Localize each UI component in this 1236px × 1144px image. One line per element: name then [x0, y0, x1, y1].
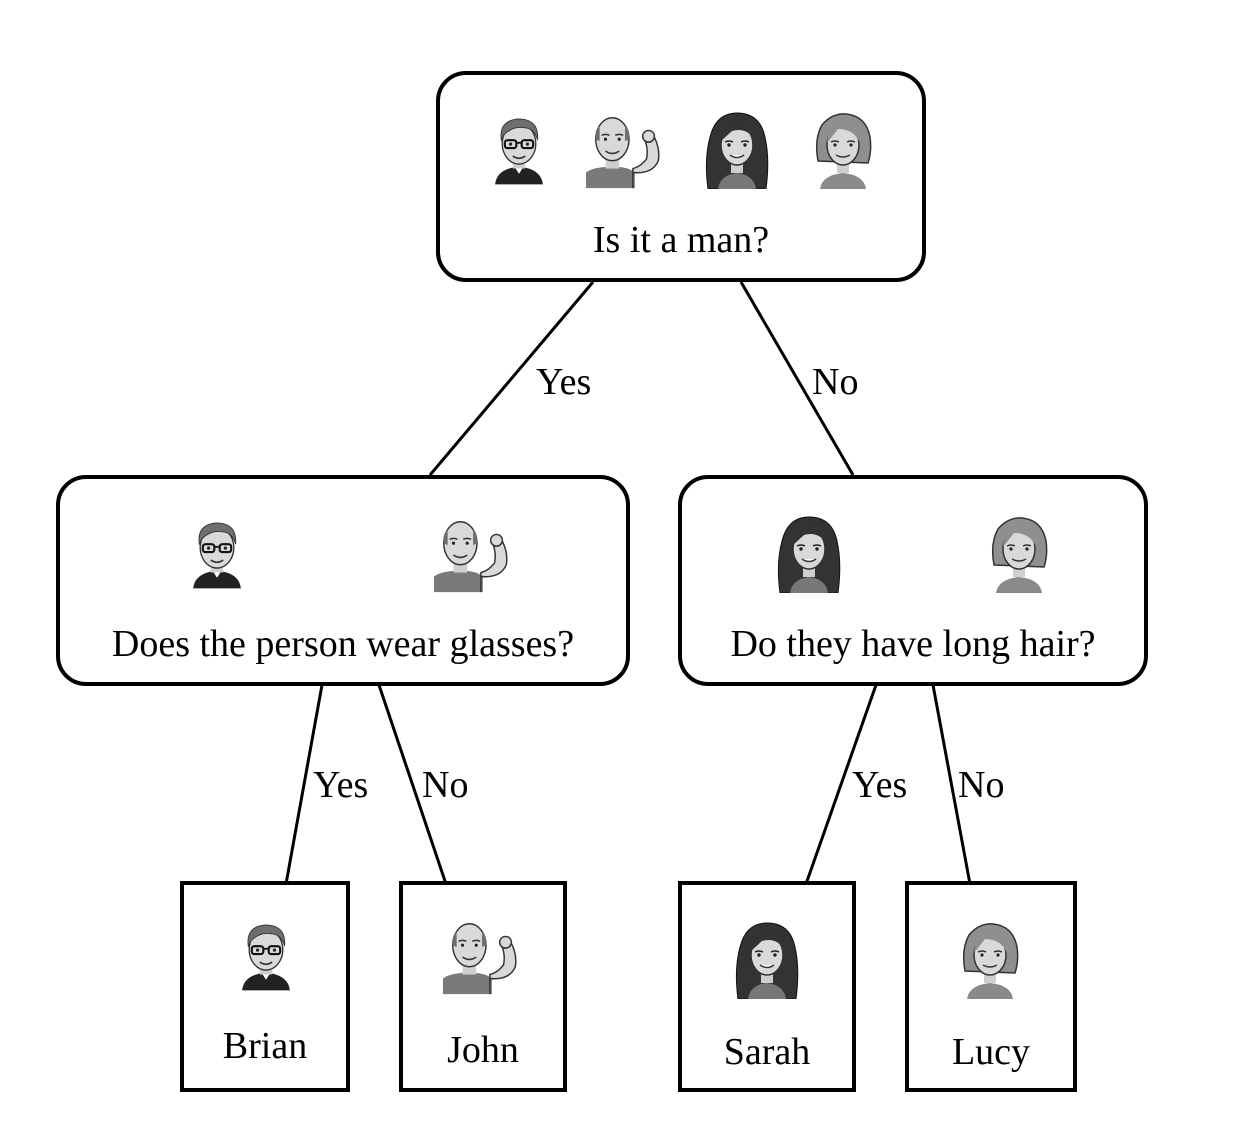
- bald-man-avatar: [432, 513, 520, 593]
- short-hair-woman-avatar: [808, 109, 878, 189]
- root-question-node: Is it a man?: [436, 71, 926, 282]
- long-hair-question-text: Do they have long hair?: [730, 623, 1096, 665]
- edge-label-yes-left: Yes: [536, 361, 592, 403]
- edge-left-to-john: [377, 684, 448, 885]
- long-hair-question-node: Do they have long hair?: [678, 475, 1148, 686]
- edge-left-to-brian: [284, 684, 324, 885]
- leaf-sarah: Sarah: [678, 881, 856, 1092]
- glasses-man-avatar: [235, 915, 297, 995]
- edge-root-to-left: [428, 281, 595, 476]
- long-hair-woman-avatar: [732, 919, 802, 999]
- edge-label-yes-brian: Yes: [313, 764, 369, 806]
- glasses-man-avatar: [488, 109, 550, 189]
- glasses-man-avatar: [186, 513, 248, 593]
- edge-label-yes-sarah: Yes: [852, 764, 908, 806]
- edge-right-to-sarah: [804, 684, 878, 885]
- bald-man-avatar: [584, 109, 672, 189]
- leaf-name: Sarah: [723, 1031, 811, 1073]
- long-hair-woman-avatar: [774, 513, 844, 593]
- glasses-question-text: Does the person wear glasses?: [111, 623, 575, 665]
- leaf-brian: Brian: [180, 881, 350, 1092]
- edge-root-to-right: [739, 281, 855, 476]
- short-hair-woman-avatar: [984, 513, 1054, 593]
- long-hair-woman-avatar: [702, 109, 772, 189]
- glasses-question-node: Does the person wear glasses?: [56, 475, 630, 686]
- leaf-name: John: [447, 1029, 519, 1071]
- short-hair-woman-avatar: [955, 919, 1025, 999]
- edge-right-to-lucy: [931, 684, 972, 885]
- bald-man-avatar: [441, 915, 529, 995]
- leaf-name: Brian: [222, 1025, 308, 1067]
- root-question-text: Is it a man?: [592, 219, 770, 261]
- leaf-john: John: [399, 881, 567, 1092]
- leaf-name: Lucy: [951, 1031, 1031, 1073]
- edge-label-no-right: No: [812, 361, 859, 403]
- leaf-lucy: Lucy: [905, 881, 1077, 1092]
- edge-label-no-lucy: No: [958, 764, 1005, 806]
- edge-label-no-john: No: [422, 764, 469, 806]
